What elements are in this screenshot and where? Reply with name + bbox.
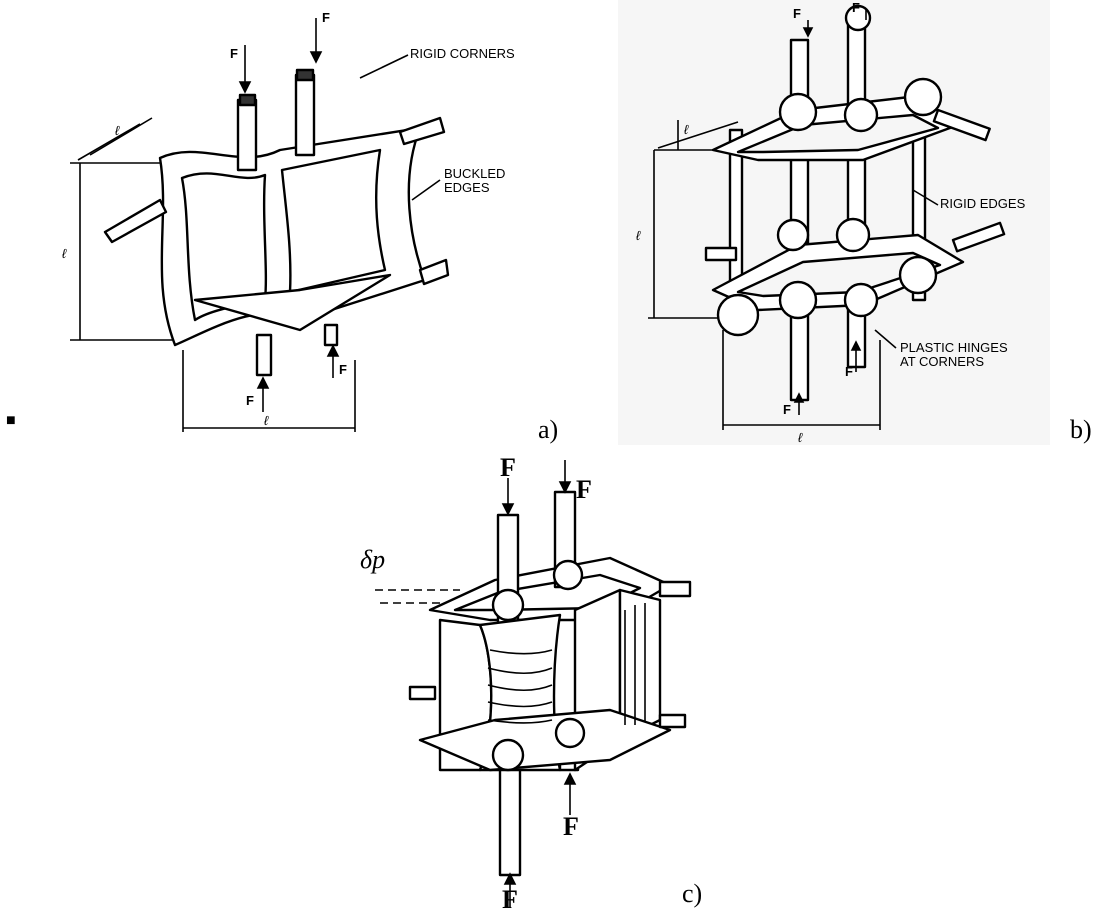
panel-b-dimension-top: ℓ xyxy=(684,122,689,137)
panel-c-diagram: F F F F δp c) xyxy=(360,453,702,910)
panel-a-caption: a) xyxy=(538,415,558,444)
bullet-marker: ■ xyxy=(6,412,16,429)
panel-b-dimension-left: ℓ xyxy=(636,228,641,243)
panel-a-dimension-top: ℓ xyxy=(115,123,120,138)
panel-c-caption: c) xyxy=(682,879,702,908)
panel-c-force-bottom-right: F xyxy=(563,812,579,841)
panel-a-diagram: F F F F RIGID CORNERS BUCKLED EDGES ℓ ℓ … xyxy=(62,10,558,444)
panel-b-force-arrows xyxy=(793,10,939,415)
panel-a-force-top-right: F xyxy=(322,10,330,25)
panel-b-annotation-at-corners: AT CORNERS xyxy=(900,354,984,369)
panel-b-background xyxy=(618,0,1050,445)
panel-c-cell xyxy=(408,490,692,877)
panel-a-force-top-left: F xyxy=(230,46,238,61)
panel-b-force-top-left: F xyxy=(793,6,801,21)
panel-a-force-bottom-left: F xyxy=(246,393,254,408)
panel-b-force-top-right: F xyxy=(852,0,860,15)
panel-c-force-bottom-left: F xyxy=(502,885,518,910)
panel-c-deflection-label: δp xyxy=(360,545,385,574)
panel-b-diagram: F F F F RIGID EDGES PLASTIC HINGES AT CO… xyxy=(636,0,1092,445)
panel-c-force-top-right: F xyxy=(576,475,592,504)
panel-a-dimension-left: ℓ xyxy=(62,246,67,261)
panel-b-force-bottom-right: F xyxy=(845,364,853,379)
panel-a-annotation-buckled: BUCKLED xyxy=(444,166,505,181)
panel-b-annotation-plastic-hinges: PLASTIC HINGES xyxy=(900,340,1008,355)
panel-b-cell xyxy=(704,4,1006,402)
panel-a-annotation-edges: EDGES xyxy=(444,180,490,195)
panel-b-force-bottom-left: F xyxy=(783,402,791,417)
panel-a-annotation-rigid-corners: RIGID CORNERS xyxy=(410,46,515,61)
panel-c-force-arrows xyxy=(501,460,577,908)
panel-b-dimension-bottom: ℓ xyxy=(798,430,803,445)
panel-a-dimension-bottom: ℓ xyxy=(264,413,269,428)
panel-b-annotation-rigid-edges: RIGID EDGES xyxy=(940,196,1026,211)
panel-a-dimension-lines xyxy=(70,117,356,432)
panel-a-cell xyxy=(103,68,450,377)
panel-c-buckling-hatch xyxy=(487,603,646,725)
panel-c-force-top-left: F xyxy=(500,453,516,482)
panel-b-caption: b) xyxy=(1070,415,1092,444)
panel-a-force-arrows xyxy=(238,18,441,412)
panel-a-force-bottom-right: F xyxy=(339,362,347,377)
